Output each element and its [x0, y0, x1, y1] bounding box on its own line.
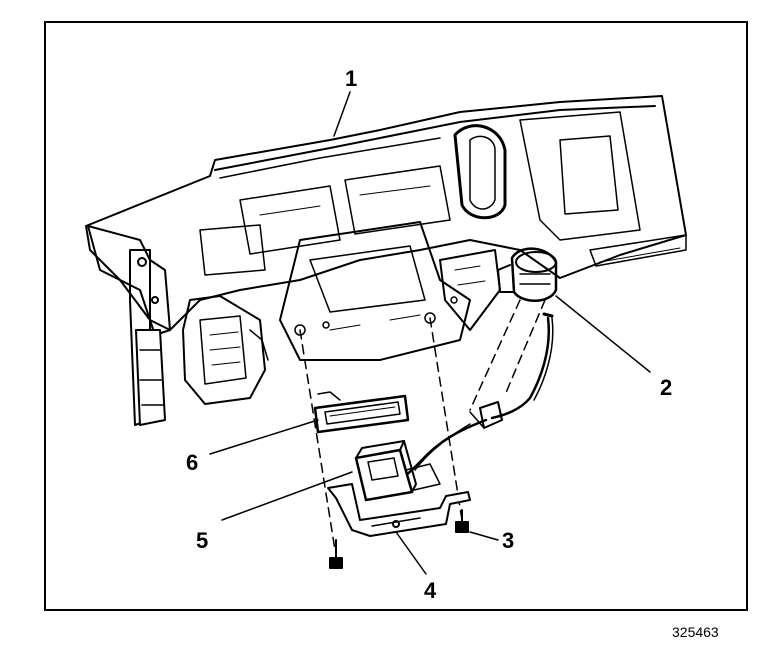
headlamp-switch	[497, 247, 558, 302]
instrument-panel-carrier	[85, 95, 687, 361]
relay-module	[354, 440, 441, 502]
callout-1: 1	[345, 66, 357, 91]
wire-harness	[393, 312, 554, 484]
callout-6: 6	[186, 450, 198, 475]
callout-5: 5	[196, 528, 208, 553]
callout-4: 4	[424, 578, 437, 603]
alignment-lines	[299, 299, 546, 551]
left-side-bracket	[87, 225, 171, 426]
sensor-module	[313, 391, 410, 434]
screws	[329, 509, 469, 569]
leader-lines	[209, 91, 651, 575]
figure-number: 325463	[672, 624, 719, 640]
illustration-frame	[44, 21, 748, 611]
mounting-bracket	[327, 483, 471, 537]
callout-2: 2	[660, 375, 672, 400]
lower-duct-module	[182, 295, 269, 405]
callout-3: 3	[502, 528, 514, 553]
